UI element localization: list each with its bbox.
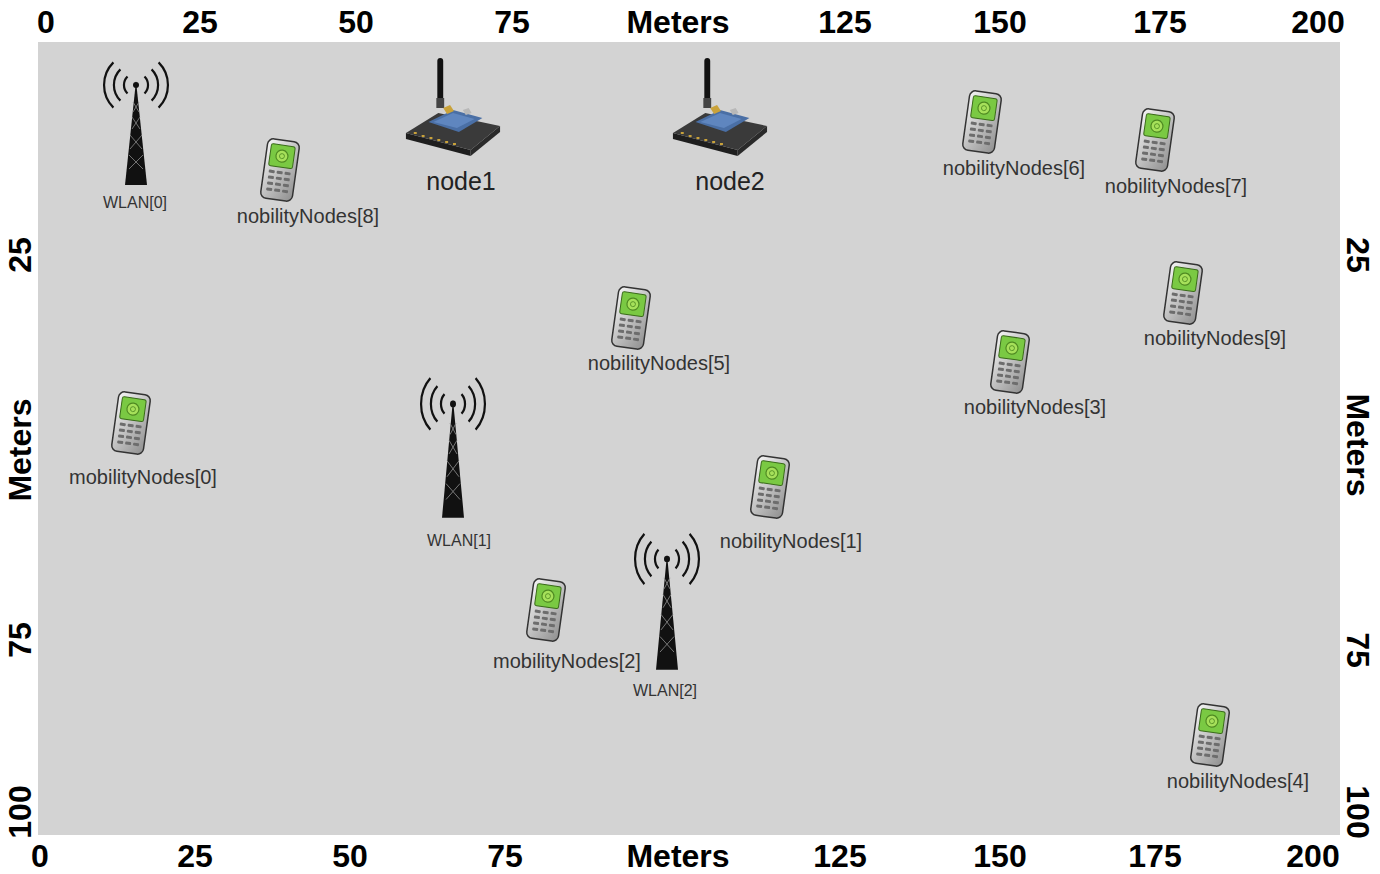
axis-tick: 200 bbox=[1291, 6, 1344, 38]
field-ground bbox=[38, 42, 1340, 835]
access-point-icon bbox=[635, 534, 699, 670]
device-label: nobilityNodes[7] bbox=[1105, 176, 1247, 196]
device-label: node1 bbox=[426, 169, 496, 194]
axis-tick: 0 bbox=[31, 840, 49, 872]
axis-tick: 75 bbox=[487, 840, 523, 872]
axis-tick: 25 bbox=[1342, 237, 1374, 273]
axis-title: Meters bbox=[4, 398, 36, 501]
axis-title: Meters bbox=[626, 840, 729, 872]
phone-icon bbox=[1135, 108, 1175, 172]
axis-tick: 50 bbox=[332, 840, 368, 872]
phone-icon bbox=[962, 90, 1002, 154]
axis-tick: 175 bbox=[1133, 6, 1186, 38]
device-label: nobilityNodes[8] bbox=[237, 206, 379, 226]
axis-tick: 75 bbox=[1342, 632, 1374, 668]
phone-icon bbox=[750, 455, 790, 519]
device-label: nobilityNodes[3] bbox=[964, 397, 1106, 417]
axis-tick: 100 bbox=[4, 785, 36, 838]
axis-tick: 125 bbox=[818, 6, 871, 38]
device-label: WLAN[1] bbox=[427, 533, 491, 549]
axis-tick: 200 bbox=[1286, 840, 1339, 872]
axis-tick: 150 bbox=[973, 840, 1026, 872]
axis-title: Meters bbox=[1342, 393, 1374, 496]
device-label: node2 bbox=[695, 169, 765, 194]
device-label: WLAN[0] bbox=[103, 195, 167, 211]
device-label: nobilityNodes[6] bbox=[943, 158, 1085, 178]
device-label: nobilityNodes[1] bbox=[720, 531, 862, 551]
phone-icon bbox=[611, 286, 651, 350]
phone-icon bbox=[1190, 703, 1230, 767]
phone-icon bbox=[1163, 261, 1203, 325]
axis-tick: 25 bbox=[4, 237, 36, 273]
axis-tick: 125 bbox=[813, 840, 866, 872]
axis-tick: 75 bbox=[494, 6, 530, 38]
axis-tick: 100 bbox=[1342, 785, 1374, 838]
axis-title: Meters bbox=[626, 6, 729, 38]
device-label: WLAN[2] bbox=[633, 683, 697, 699]
device-label: nobilityNodes[9] bbox=[1144, 328, 1286, 348]
axis-tick: 50 bbox=[338, 6, 374, 38]
access-point-icon bbox=[104, 62, 168, 185]
access-point-icon bbox=[421, 378, 485, 518]
axis-tick: 0 bbox=[37, 6, 55, 38]
axis-tick: 25 bbox=[177, 840, 213, 872]
phone-icon bbox=[260, 138, 300, 202]
phone-icon bbox=[990, 330, 1030, 394]
sensor-board-icon bbox=[406, 58, 500, 156]
axis-tick: 75 bbox=[4, 622, 36, 658]
axis-tick: 25 bbox=[182, 6, 218, 38]
axis-tick: 175 bbox=[1128, 840, 1181, 872]
device-label: nobilityNodes[5] bbox=[588, 353, 730, 373]
phone-icon bbox=[526, 578, 566, 642]
device-label: mobilityNodes[0] bbox=[69, 467, 217, 487]
device-label: nobilityNodes[4] bbox=[1167, 771, 1309, 791]
axis-tick: 150 bbox=[973, 6, 1026, 38]
device-label: mobilityNodes[2] bbox=[493, 651, 641, 671]
phone-icon bbox=[111, 391, 151, 455]
sensor-board-icon bbox=[673, 58, 767, 156]
